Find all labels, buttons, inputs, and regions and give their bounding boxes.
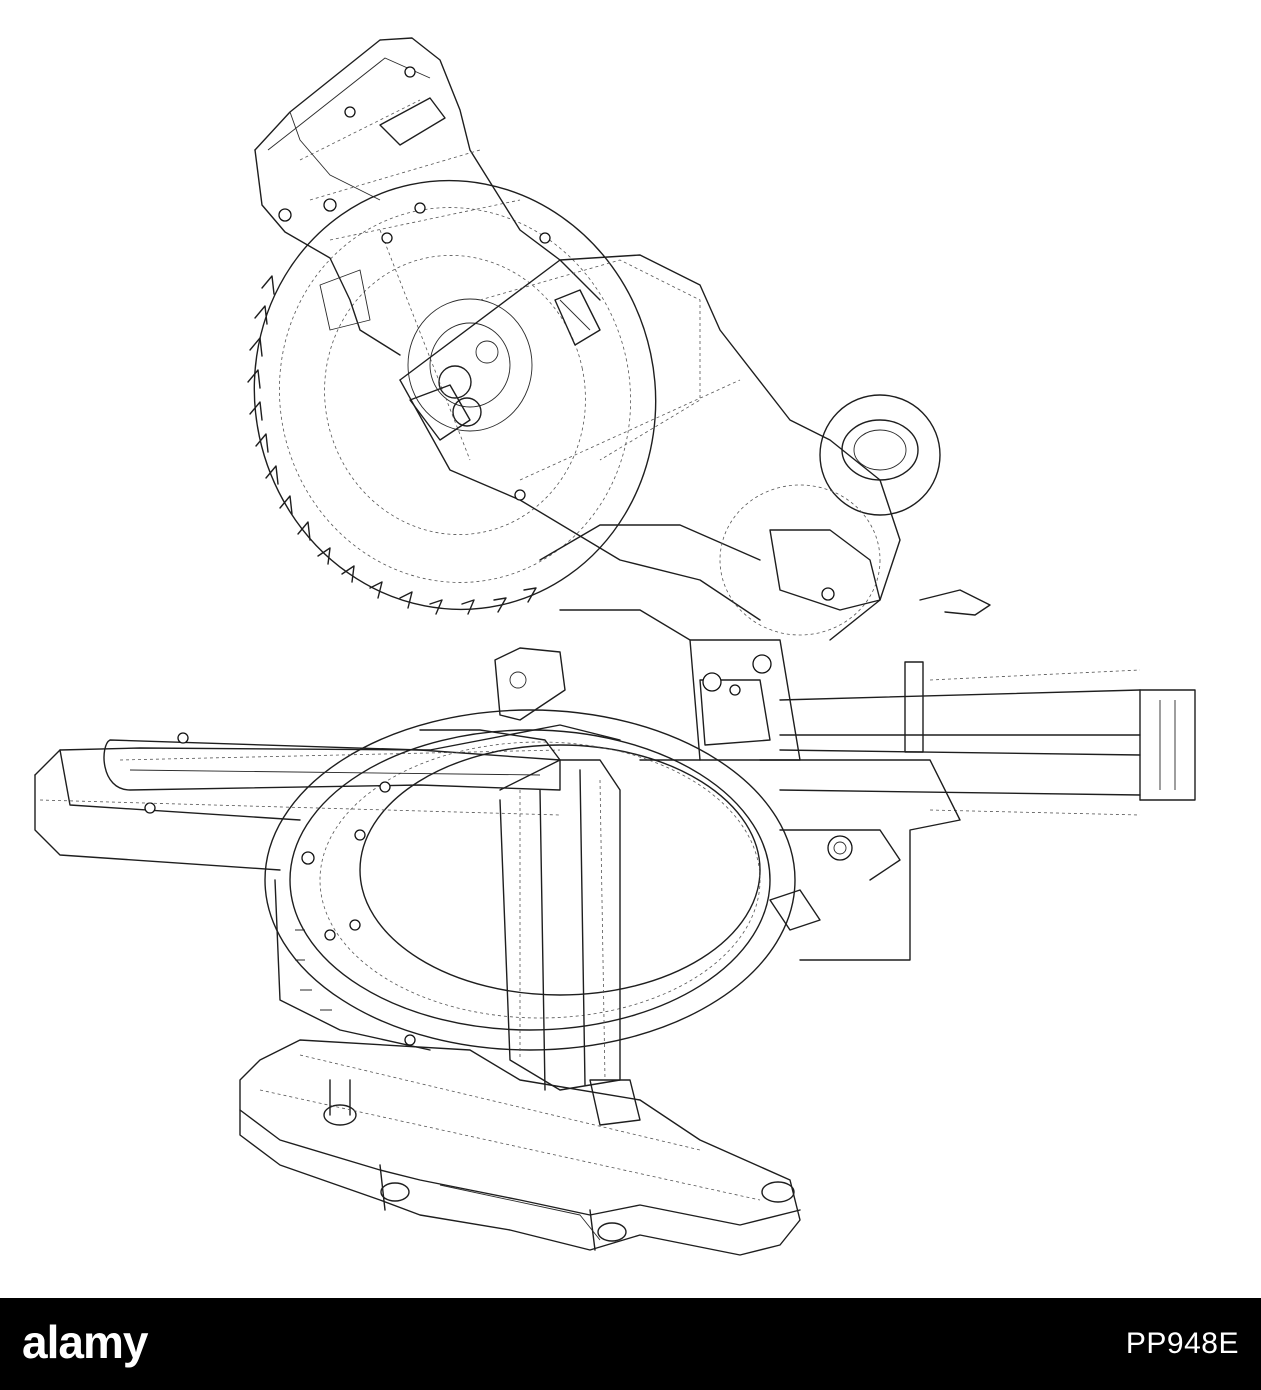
miter-saw-wireframe xyxy=(34,37,1196,1256)
image-id: PP948E xyxy=(1125,1327,1239,1360)
saw-blade xyxy=(247,179,657,615)
slide-rails xyxy=(779,661,1196,816)
motor-arm xyxy=(399,254,991,641)
blade-guard xyxy=(254,37,601,461)
left-extension-arm xyxy=(34,724,621,871)
svg-text:alamy: alamy xyxy=(22,1318,149,1368)
alamy-logo: alamy xyxy=(22,1318,150,1368)
front-bracket xyxy=(419,647,566,761)
pivot-block xyxy=(559,609,961,961)
fence xyxy=(499,759,641,1126)
brand-logo: alamy alamy xyxy=(22,1318,232,1368)
wireframe-drawing xyxy=(34,37,1196,1256)
base xyxy=(239,1039,801,1256)
turntable xyxy=(264,709,796,1051)
footer-bar: alamy alamy PP948E xyxy=(0,1298,1261,1390)
